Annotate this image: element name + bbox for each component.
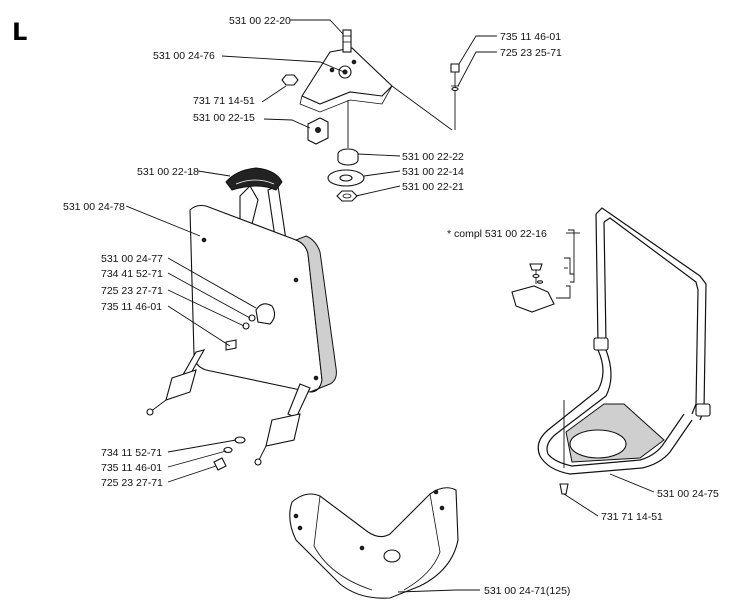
label-735-11-46-01-upper: 735 11 46-01 [101,301,162,313]
frame-tube [595,207,707,421]
leader-lines [125,19,655,593]
label-531-00-22-15: 531 00 22-15 [193,112,255,124]
label-531-00-22-20: 531 00 22-20 [229,15,291,27]
label-531-00-22-14: 531 00 22-14 [402,166,464,178]
label-531-00-24-77: 531 00 24-77 [101,253,163,265]
part-labels: 531 00 22-20 531 00 24-76 735 11 46-01 7… [63,15,719,597]
seat-assembly [289,487,459,599]
section-letter: L [12,18,27,46]
label-531-00-24-75: 531 00 24-75 [657,488,719,500]
bolt [450,63,460,73]
back-panel-side [294,235,337,393]
label-531-00-22-18: 531 00 22-18 [137,166,199,178]
label-531-00-22-22: 531 00 22-22 [402,151,464,163]
label-531-00-24-78: 531 00 24-78 [63,201,125,213]
backrest-assembly [146,167,337,471]
back-panel [189,204,323,393]
label-735-11-46-01-lower: 735 11 46-01 [101,462,162,474]
stud [342,29,352,53]
label-531-00-24-76: 531 00 24-76 [153,50,215,62]
label-731-71-14-51-top: 731 71 14-51 [193,95,255,107]
frame-assembly [511,207,711,495]
label-735-11-46-01-top: 735 11 46-01 [500,31,561,43]
label-725-23-27-71-upper: 725 23 27-71 [101,285,163,297]
seat-shell [289,487,459,599]
label-531-00-22-21: 531 00 22-21 [402,181,464,193]
top-mount-assembly [281,29,460,202]
clip [511,285,555,313]
panel-bracket [255,303,276,325]
label-725-23-25-71: 725 23 25-71 [500,47,562,59]
small-nut [281,74,299,86]
nut [336,190,358,202]
label-531-00-24-71-125: 531 00 24-71(125) [484,585,570,597]
label-compl-531-00-22-16: * compl 531 00 22-16 [447,228,547,240]
label-734-41-52-71: 734 41 52-71 [101,268,163,280]
label-734-11-52-71: 734 11 52-71 [101,447,162,459]
label-731-71-14-51-bottom: 731 71 14-51 [601,511,663,523]
label-725-23-27-71-lower: 725 23 27-71 [101,477,163,489]
top-cushion [225,167,283,191]
